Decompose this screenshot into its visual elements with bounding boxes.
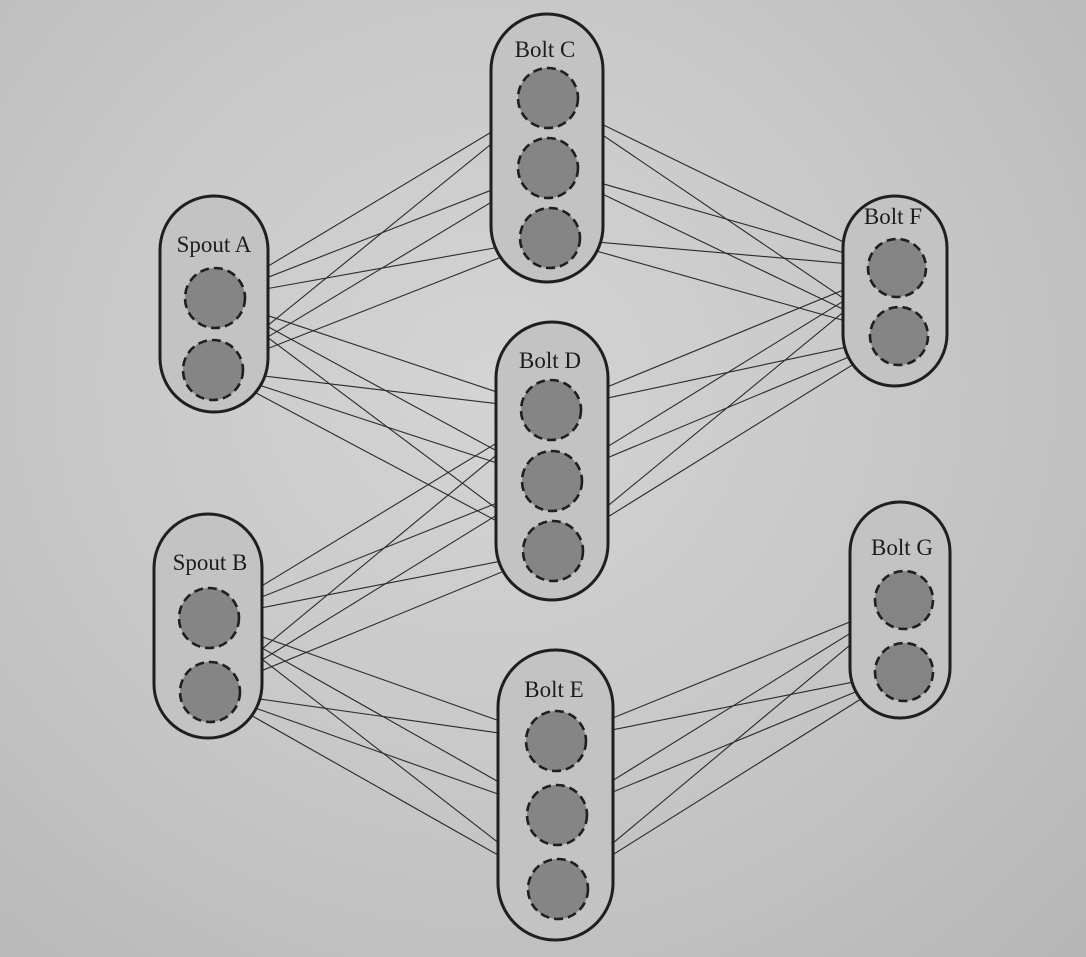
stream-edge-spout-b-to-bolt-e	[237, 627, 528, 732]
component-bolt-c: Bolt C	[489, 12, 605, 284]
stream-edge-bolt-d-to-bolt-f	[578, 278, 870, 400]
component-spout-a: Spout A	[158, 194, 270, 414]
bolt-c-label: Bolt C	[515, 37, 576, 62]
stream-edge-bolt-d-to-bolt-f	[577, 283, 873, 466]
bolt-f-task	[868, 305, 930, 367]
stream-edge-bolt-d-to-bolt-f	[580, 340, 871, 405]
bolt-d-label: Bolt D	[519, 348, 581, 373]
bolt-d-task	[519, 378, 583, 442]
stream-edge-bolt-d-to-bolt-f	[578, 351, 875, 536]
edges-layer	[232, 110, 882, 875]
spout-b-label: Spout B	[173, 550, 248, 575]
stream-edge-bolt-e-to-bolt-g	[584, 682, 878, 805]
stream-edge-spout-a-to-bolt-d	[242, 372, 521, 409]
stream-edge-bolt-d-to-bolt-f	[575, 286, 875, 533]
stream-edge-bolt-e-to-bolt-g	[585, 676, 876, 736]
stream-edge-bolt-c-to-bolt-f	[574, 180, 873, 324]
bolt-c-task	[516, 136, 580, 200]
stream-edge-spout-b-to-bolt-e	[238, 701, 529, 806]
stream-edge-spout-b-to-bolt-d	[238, 555, 524, 613]
stream-edge-bolt-c-to-bolt-f	[576, 175, 869, 261]
stream-edge-spout-a-to-bolt-d	[243, 306, 523, 401]
stream-edge-spout-a-to-bolt-c	[238, 183, 523, 355]
component-bolt-g: Bolt G	[848, 500, 952, 720]
spout-a-task	[183, 266, 247, 330]
stream-edge-spout-b-to-bolt-d	[232, 429, 528, 674]
stream-edge-spout-a-to-bolt-d	[241, 378, 524, 473]
stream-edge-spout-a-to-bolt-d	[241, 311, 526, 467]
bolt-d-task	[520, 449, 584, 513]
component-bolt-e: Bolt E	[496, 648, 615, 942]
stream-edge-spout-b-to-bolt-e	[235, 706, 532, 875]
component-spout-b: Spout B	[152, 512, 264, 740]
bolt-e-task	[524, 709, 588, 773]
bolt-f-label: Bolt F	[864, 204, 922, 229]
stream-edge-spout-b-to-bolt-d	[234, 425, 526, 603]
stream-edge-bolt-e-to-bolt-g	[580, 618, 882, 871]
stream-edge-spout-a-to-bolt-c	[240, 113, 523, 284]
bolt-g-task	[873, 641, 935, 703]
spout-b-task	[177, 586, 241, 650]
stream-edge-spout-a-to-bolt-c	[240, 248, 522, 360]
stream-edge-spout-b-to-bolt-d	[236, 491, 524, 608]
spout-a-label: Spout A	[177, 232, 252, 257]
bolt-c-task	[516, 66, 580, 130]
bolt-f-task	[866, 237, 928, 299]
stream-edge-bolt-c-to-bolt-f	[574, 110, 871, 256]
bolt-d-task	[521, 519, 585, 583]
bolt-g-label: Bolt G	[871, 535, 933, 560]
stream-edge-spout-b-to-bolt-d	[235, 496, 527, 677]
bolt-c-task	[518, 206, 582, 270]
stream-edge-spout-a-to-bolt-d	[238, 315, 529, 533]
stream-edge-spout-a-to-bolt-d	[239, 383, 527, 537]
stream-edge-bolt-c-to-bolt-f	[579, 240, 868, 268]
bolt-e-task	[526, 857, 590, 921]
component-bolt-f: Bolt F	[841, 194, 949, 388]
stream-edge-bolt-e-to-bolt-g	[583, 687, 880, 874]
spout-b-task	[178, 660, 242, 724]
stream-edge-bolt-c-to-bolt-f	[572, 114, 875, 320]
component-bolt-d: Bolt D	[494, 320, 610, 602]
bolt-e-task	[525, 783, 589, 847]
stream-edge-spout-a-to-bolt-c	[235, 117, 525, 352]
stream-edge-bolt-e-to-bolt-g	[583, 610, 877, 731]
stream-edge-spout-b-to-bolt-d	[237, 562, 526, 682]
bolt-e-label: Bolt E	[524, 677, 583, 702]
bolt-g-task	[873, 569, 935, 631]
spout-a-task	[181, 338, 245, 402]
stream-edge-bolt-e-to-bolt-g	[582, 615, 880, 800]
stream-edge-spout-b-to-bolt-e	[239, 695, 527, 739]
